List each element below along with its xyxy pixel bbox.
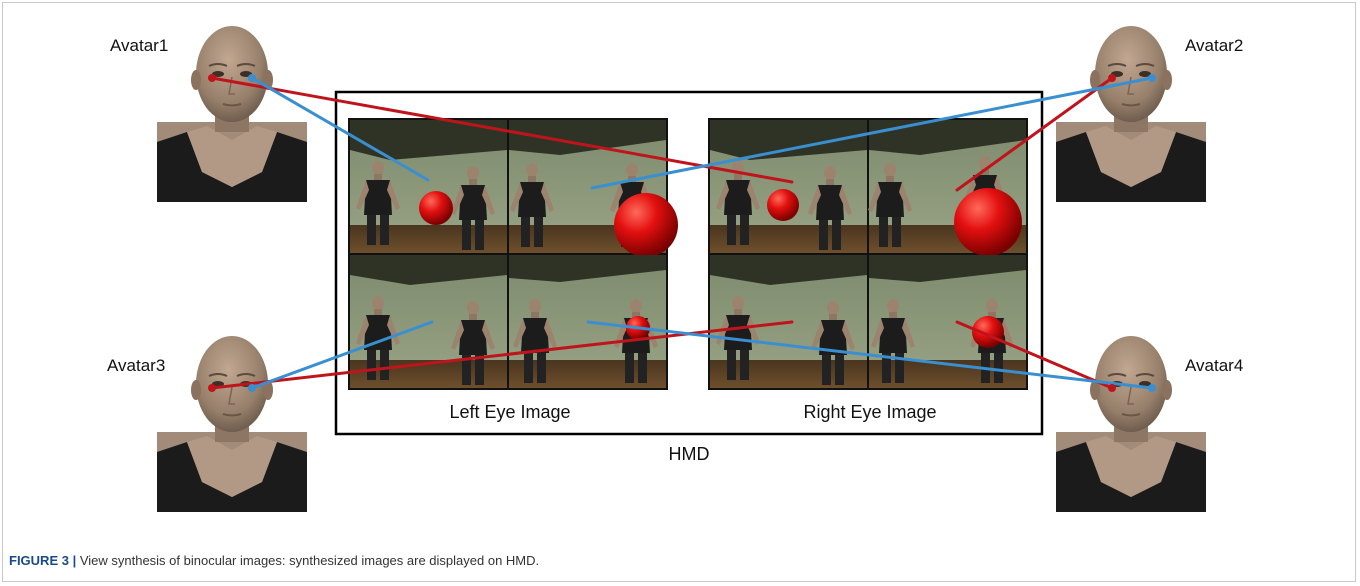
avatar1-left-eye-ray: [210, 76, 794, 184]
avatar3-right-eye-ray: [250, 320, 434, 390]
avatar2-right-eye-ray: [590, 76, 1154, 190]
right-eye-label: Right Eye Image: [803, 402, 936, 422]
avatar4-label: Avatar4: [1185, 356, 1243, 375]
binocular-view-diagram: Avatar1 Avatar2 Avatar3 Avatar4: [107, 25, 1243, 513]
left-eye-label: Left Eye Image: [449, 402, 570, 422]
figure-caption-text: View synthesis of binocular images: synt…: [76, 553, 540, 568]
avatar1-portrait: [156, 25, 308, 203]
right-eye-tile-bottom-left: [710, 255, 867, 388]
hmd-label: HMD: [669, 444, 710, 464]
figure-caption: FIGURE 3 | View synthesis of binocular i…: [9, 553, 539, 568]
eye-rays: [210, 76, 1154, 390]
left-eye-tile-top-left: [350, 120, 507, 253]
avatar2-label: Avatar2: [1185, 36, 1243, 55]
avatar2-left-eye-ray: [955, 76, 1114, 192]
figure-caption-label: FIGURE 3 |: [9, 553, 77, 568]
eye-markers: [208, 74, 1156, 392]
avatar4-right-eye-ray: [586, 320, 1154, 390]
avatar4-portrait: [1055, 335, 1207, 513]
right-eye-tile-top-left: [710, 120, 867, 253]
left-eye-tile-top-right: [509, 120, 678, 257]
avatar3-left-eye-ray: [210, 320, 794, 390]
avatar2-portrait: [1055, 25, 1207, 203]
left-eye-tile-bottom-left: [350, 255, 507, 388]
avatar3-label: Avatar3: [107, 356, 165, 375]
avatar3-portrait: [156, 335, 308, 513]
left-eye-image: [348, 118, 678, 390]
right-eye-tile-bottom-right: [869, 255, 1026, 388]
avatar1-right-eye-ray: [250, 76, 430, 182]
avatar1-label: Avatar1: [110, 36, 168, 55]
right-eye-tile-top-right: [868, 120, 1026, 256]
right-eye-image: [708, 118, 1028, 390]
avatar4-left-eye-ray: [955, 320, 1114, 390]
